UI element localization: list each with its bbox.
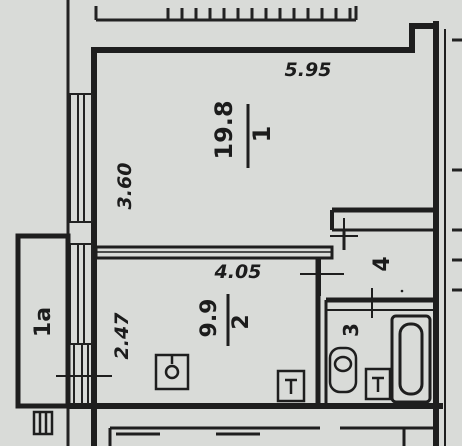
- room-2-area: 9.9: [197, 299, 222, 338]
- bath-sink-icon: [364, 367, 392, 401]
- balcony-outline: [15, 233, 71, 409]
- bathtub-icon: [390, 314, 432, 404]
- room-1-depth-dimension: 3.60: [114, 163, 136, 210]
- outer-walls: [67, 21, 446, 446]
- radiator-icon: [32, 410, 54, 436]
- bottom-neighbour: [108, 426, 436, 446]
- room-2-number: 2: [229, 314, 254, 329]
- stove-icon: [154, 353, 190, 391]
- room-1-number: 1: [248, 126, 276, 143]
- room-3-number: 3: [339, 323, 363, 337]
- door-marks: [56, 218, 392, 377]
- room-2-width-dimension: 4.05: [214, 261, 262, 283]
- partition-walls: [94, 207, 436, 404]
- room-2-depth-dimension: 2.47: [111, 312, 133, 360]
- kitchen-sink-icon: [276, 369, 306, 403]
- room-1a-number: 1a: [31, 307, 56, 337]
- right-edge-marks: [452, 38, 462, 292]
- room-1-width-dimension: 5.95: [285, 59, 332, 81]
- window-left: [69, 93, 93, 404]
- top-neighbour-hatch: [94, 6, 358, 22]
- marker-dot: [400, 289, 404, 293]
- toilet-icon: [328, 346, 358, 394]
- room-4-number: 4: [370, 256, 395, 271]
- room-1-area: 19.8: [210, 100, 238, 159]
